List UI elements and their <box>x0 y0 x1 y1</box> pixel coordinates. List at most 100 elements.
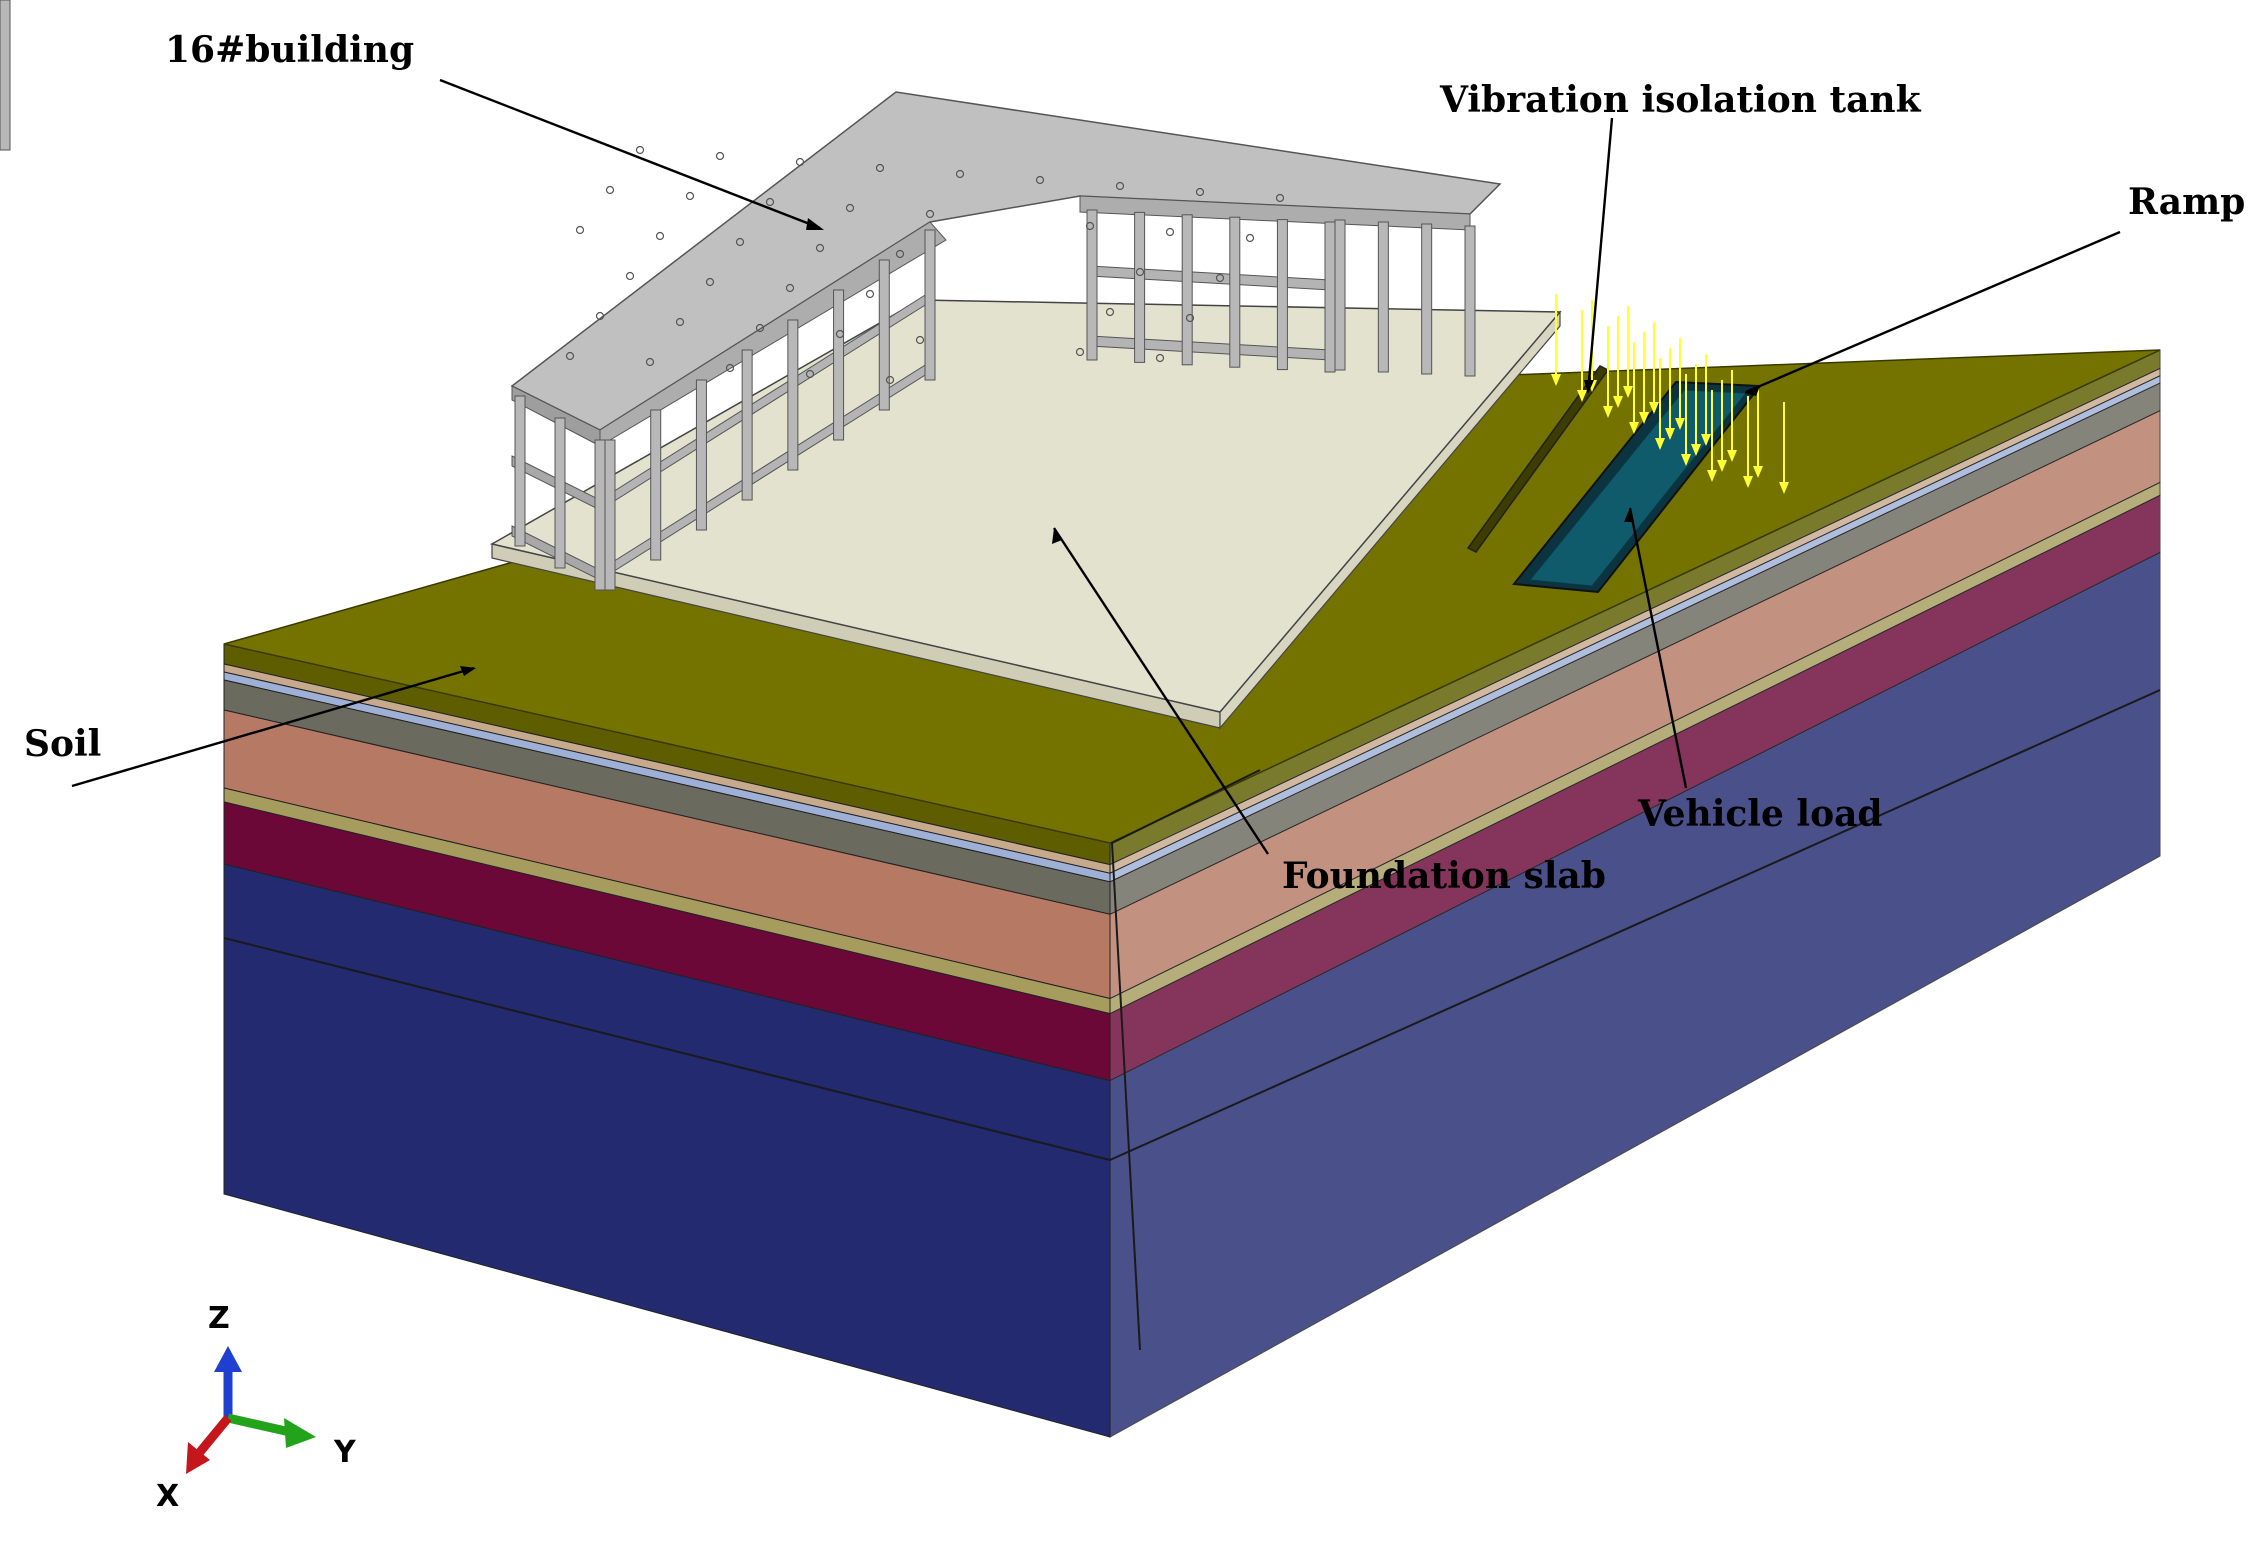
roof-anchor <box>655 231 665 241</box>
navy-partition-line <box>223 689 2161 1162</box>
roof-anchor <box>1185 313 1195 323</box>
building-16 <box>0 0 1502 591</box>
roof-anchor <box>785 283 795 293</box>
roof-anchor <box>635 145 645 155</box>
load-arrow-head <box>1639 412 1649 424</box>
column <box>1421 223 1433 375</box>
roof-anchor <box>1135 267 1145 277</box>
leader-soil <box>71 666 475 788</box>
arrowhead-building <box>806 218 824 230</box>
arrowhead-ramp <box>1744 386 1760 396</box>
leader-vehicle-load <box>1628 507 1688 789</box>
roof-anchor <box>725 363 735 373</box>
column <box>1134 211 1146 363</box>
label-tank: Vibration isolation tank <box>1439 79 1922 121</box>
roof-anchor <box>1215 273 1225 283</box>
column <box>1229 216 1241 368</box>
arrowhead-soil <box>460 666 476 676</box>
floor-slab <box>1089 265 1331 291</box>
roof-anchor <box>915 335 925 345</box>
column <box>1334 219 1346 371</box>
roof-anchor <box>595 311 605 321</box>
leader-building <box>439 78 821 230</box>
load-arrow-head <box>1623 386 1633 398</box>
column <box>924 229 936 381</box>
leader-tank <box>1586 117 1614 393</box>
roof-anchor <box>1155 353 1165 363</box>
column <box>1464 225 1476 377</box>
roof-anchor <box>815 243 825 253</box>
roof-anchor <box>625 271 635 281</box>
axis-y-label: Y <box>333 1435 357 1470</box>
roof-anchor <box>575 225 585 235</box>
label-soil: Soil <box>24 723 101 765</box>
load-arrow-head <box>1551 374 1561 386</box>
roof-anchor <box>685 191 695 201</box>
load-arrow-head <box>1743 476 1753 488</box>
roof-anchor <box>765 197 775 207</box>
roof-anchor <box>605 185 615 195</box>
axis-z-label: Z <box>208 1301 230 1336</box>
arrowhead-vehicle <box>1624 508 1634 522</box>
load-arrow-head <box>1649 402 1659 414</box>
arrowhead-slab <box>1052 528 1062 544</box>
column <box>1377 221 1389 373</box>
roof-anchor <box>795 157 805 167</box>
roof-anchor <box>705 277 715 287</box>
roof-anchor <box>1245 233 1255 243</box>
roof-anchor <box>875 163 885 173</box>
load-arrow-head <box>1681 454 1691 466</box>
roof-anchor <box>865 289 875 299</box>
axis-x-label: X <box>156 1479 179 1514</box>
load-arrow-head <box>1727 450 1737 462</box>
leader-foundation-slab <box>1052 527 1270 855</box>
label-foundation-slab: Foundation slab <box>1282 855 1606 897</box>
column <box>1276 219 1288 371</box>
roof-anchor <box>645 357 655 367</box>
ramp <box>1512 380 1762 594</box>
roof-anchor <box>925 209 935 219</box>
load-arrow-head <box>1707 470 1717 482</box>
roof-anchor <box>1165 227 1175 237</box>
roof-anchor <box>565 351 575 361</box>
load-arrow-head <box>1665 428 1675 440</box>
roof-anchor <box>735 237 745 247</box>
column <box>833 289 845 441</box>
column <box>1324 221 1336 373</box>
soil-side-right-face <box>1109 349 2161 1438</box>
front-layer <box>223 863 1111 1438</box>
load-arrow-head <box>1655 438 1665 450</box>
roof-anchor <box>805 369 815 379</box>
roof-anchor <box>1105 307 1115 317</box>
load-arrow-head <box>1753 466 1763 478</box>
load-arrow-head <box>1629 422 1639 434</box>
load-arrow-head <box>1717 460 1727 472</box>
load-arrow-head <box>1613 396 1623 408</box>
roof-anchor <box>1085 221 1095 231</box>
roof-anchor <box>1195 187 1205 197</box>
column <box>604 439 616 591</box>
roof-anchor <box>675 317 685 327</box>
roof-anchor <box>845 203 855 213</box>
roof-anchor <box>755 323 765 333</box>
column <box>1181 214 1193 366</box>
roof-anchor <box>835 329 845 339</box>
label-building: 16#building <box>165 29 414 71</box>
arrowhead-tank <box>1584 380 1594 394</box>
axis-triad: Z Y X <box>156 1301 357 1514</box>
load-arrow-head <box>1577 390 1587 402</box>
roof-anchor <box>715 151 725 161</box>
roof-anchor <box>955 169 965 179</box>
column <box>594 439 606 591</box>
column <box>0 0 11 151</box>
column <box>650 409 662 561</box>
column <box>554 417 566 569</box>
load-arrow-head <box>1701 434 1711 446</box>
column <box>695 379 707 531</box>
leader-ramp <box>1745 230 2121 394</box>
load-arrow-head <box>1675 418 1685 430</box>
roof-anchor <box>1035 175 1045 185</box>
column <box>1086 209 1098 361</box>
